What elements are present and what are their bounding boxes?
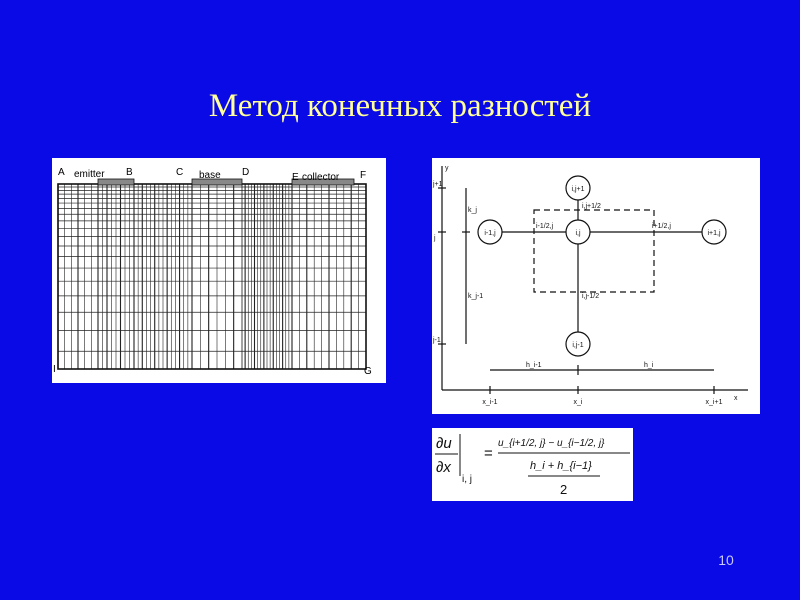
lhs-numerator: ∂u — [436, 435, 452, 452]
node-right — [701, 219, 727, 245]
mesh-svg: A B C D E F I G emitter base collector — [53, 167, 372, 377]
corner-label-g: G — [364, 366, 372, 377]
corner-label-f: F — [360, 170, 366, 181]
lhs-subscript: i, j — [462, 474, 472, 485]
corner-label-a: A — [58, 167, 65, 178]
corner-label-b: B — [126, 167, 133, 178]
corner-label-c: C — [176, 167, 183, 178]
node-right-label: i+1,j — [707, 230, 720, 237]
node-bottom-label: i,j-1 — [572, 342, 583, 349]
x-tick-label: x_i — [574, 399, 583, 406]
collector-contact — [291, 178, 355, 186]
region-label-base: base — [199, 170, 221, 181]
x-tick-label: x_i-1 — [482, 399, 497, 406]
rhs-numerator: u_{i+1/2, j} − u_{i−1/2, j} — [498, 438, 605, 449]
stencil-svg: i,j+1 i-1,j i,j i+1,j i,j-1 i,j+1/2 i-1/… — [432, 165, 748, 406]
half-label-right: i+1/2,j — [652, 223, 671, 230]
stencil-figure: i,j+1 i-1,j i,j i+1,j i,j-1 i,j+1/2 i-1/… — [432, 158, 760, 414]
y-axis-label: y — [445, 165, 449, 172]
y-tick-label: j+1 — [432, 181, 443, 188]
node-bottom — [565, 331, 591, 357]
corner-label-i: I — [53, 364, 56, 375]
base-contact — [191, 178, 243, 186]
slide-title: Метод конечных разностей — [208, 88, 592, 124]
node-center — [565, 219, 591, 245]
h-label: h_i — [644, 362, 654, 369]
half-label-bottom: i,j-1/2 — [582, 293, 599, 300]
rhs-divisor: 2 — [560, 482, 567, 497]
k-label: k_j — [468, 207, 477, 214]
half-label-left: i-1/2,j — [536, 223, 554, 230]
node-top-label: i,j+1 — [571, 186, 584, 193]
region-label-emitter: emitter — [74, 169, 105, 180]
y-tick-label: j — [433, 235, 436, 242]
corner-label-e: E — [292, 172, 299, 183]
formula-box: ∂u ∂x i, j = u_{i+1/2, j} − u_{i−1/2, j}… — [432, 428, 633, 501]
page-number: 10 — [718, 552, 734, 568]
x-axis-label: x — [734, 395, 738, 402]
y-tick-label: j-1 — [432, 337, 441, 344]
mesh-frame — [57, 183, 367, 370]
node-top — [565, 175, 591, 201]
lhs-denominator: ∂x — [436, 459, 451, 476]
control-volume — [533, 209, 655, 293]
k-label: k_j-1 — [468, 293, 483, 300]
emitter-contact — [97, 178, 135, 186]
equals-sign: = — [484, 445, 493, 462]
region-label-collector: collector — [302, 172, 340, 183]
corner-label-d: D — [242, 167, 249, 178]
x-tick-label: x_i+1 — [706, 399, 723, 406]
node-center-label: i,j — [575, 230, 581, 237]
node-left-label: i-1,j — [484, 230, 496, 237]
rhs-denominator: h_i + h_{i−1} — [530, 460, 592, 472]
h-label: h_i-1 — [526, 362, 542, 369]
formula-svg: ∂u ∂x i, j = u_{i+1/2, j} − u_{i−1/2, j}… — [435, 434, 630, 497]
node-left — [477, 219, 503, 245]
half-label-top: i,j+1/2 — [582, 203, 601, 210]
mesh-figure: A B C D E F I G emitter base collector — [52, 158, 386, 383]
